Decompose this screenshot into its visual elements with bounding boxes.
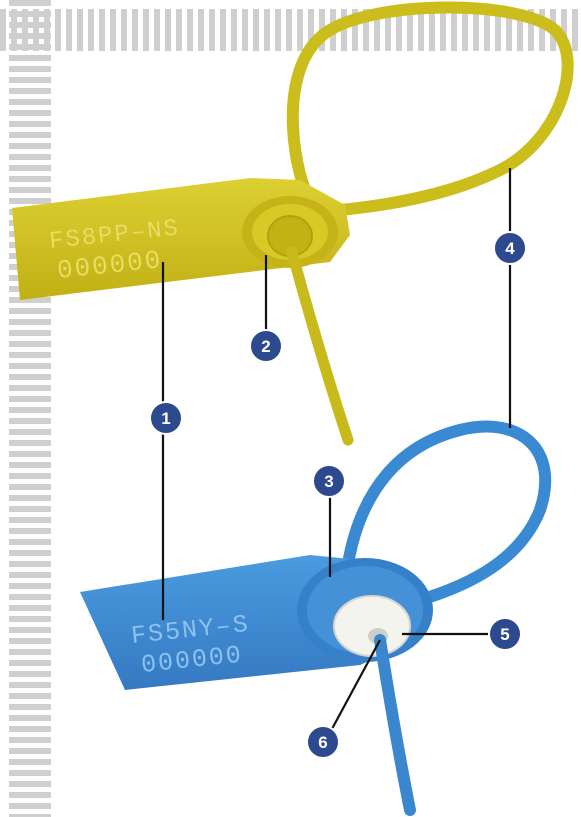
callout-2: 2	[249, 329, 283, 363]
callout-3: 3	[312, 464, 346, 498]
yellow-seal-strap	[286, 1, 574, 216]
svg-text:6: 6	[318, 733, 327, 752]
svg-text:4: 4	[505, 239, 515, 258]
callout-4: 4	[493, 231, 527, 265]
svg-text:5: 5	[500, 625, 509, 644]
yellow-seal: FS8PP–NS 000000	[12, 1, 574, 446]
leader-6	[325, 639, 381, 741]
svg-text:3: 3	[324, 472, 333, 491]
callout-1: 1	[149, 401, 183, 435]
blue-seal-insert	[333, 595, 411, 657]
svg-text:2: 2	[261, 337, 270, 356]
blue-seal-tail	[374, 634, 416, 816]
yellow-seal-tail	[286, 246, 354, 446]
blue-seal-strap	[339, 420, 552, 606]
callout-6: 6	[306, 725, 340, 759]
callout-5: 5	[488, 617, 522, 651]
svg-text:1: 1	[161, 409, 170, 428]
